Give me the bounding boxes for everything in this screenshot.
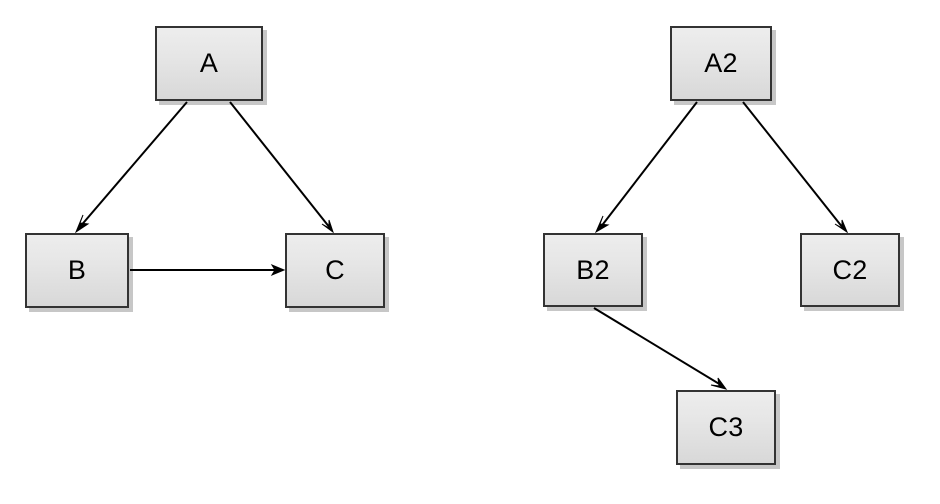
arrowhead-icon xyxy=(710,377,728,390)
node-c3[interactable]: C3 xyxy=(676,390,776,465)
node-c2[interactable]: C2 xyxy=(800,233,900,307)
node-c3-label: C3 xyxy=(708,412,744,442)
node-c2-label: C2 xyxy=(832,254,868,285)
edge-a-to-c[interactable] xyxy=(229,101,334,234)
edge-a2-to-b2-line xyxy=(599,101,698,229)
node-c[interactable]: C xyxy=(285,233,385,308)
node-a2-label: A2 xyxy=(704,48,738,78)
arrowhead-icon xyxy=(321,219,334,234)
arrowhead-icon xyxy=(270,263,286,277)
edge-a2-to-c2[interactable] xyxy=(742,101,849,234)
node-b2[interactable]: B2 xyxy=(543,233,643,307)
edge-a-to-c-line xyxy=(229,101,331,229)
arrowhead-icon xyxy=(594,215,610,234)
node-a[interactable]: A xyxy=(155,26,263,101)
node-b[interactable]: B xyxy=(25,233,129,308)
edge-a2-to-b2[interactable] xyxy=(594,101,698,234)
edge-b2-to-c3[interactable] xyxy=(593,307,728,390)
node-a-label: A xyxy=(199,48,219,78)
arrowhead-icon xyxy=(834,219,849,234)
node-a2[interactable]: A2 xyxy=(670,26,772,101)
node-b2-label: B2 xyxy=(576,254,610,285)
edge-b2-to-c3-line xyxy=(593,307,722,386)
edge-a-to-b[interactable] xyxy=(74,101,188,234)
edge-a-to-b-line xyxy=(78,101,188,229)
arrowhead-icon xyxy=(74,214,90,234)
edge-a2-to-c2-line xyxy=(742,101,844,229)
node-c-label: C xyxy=(325,255,345,285)
node-b-label: B xyxy=(67,255,87,285)
edge-b-to-c[interactable] xyxy=(130,263,286,277)
